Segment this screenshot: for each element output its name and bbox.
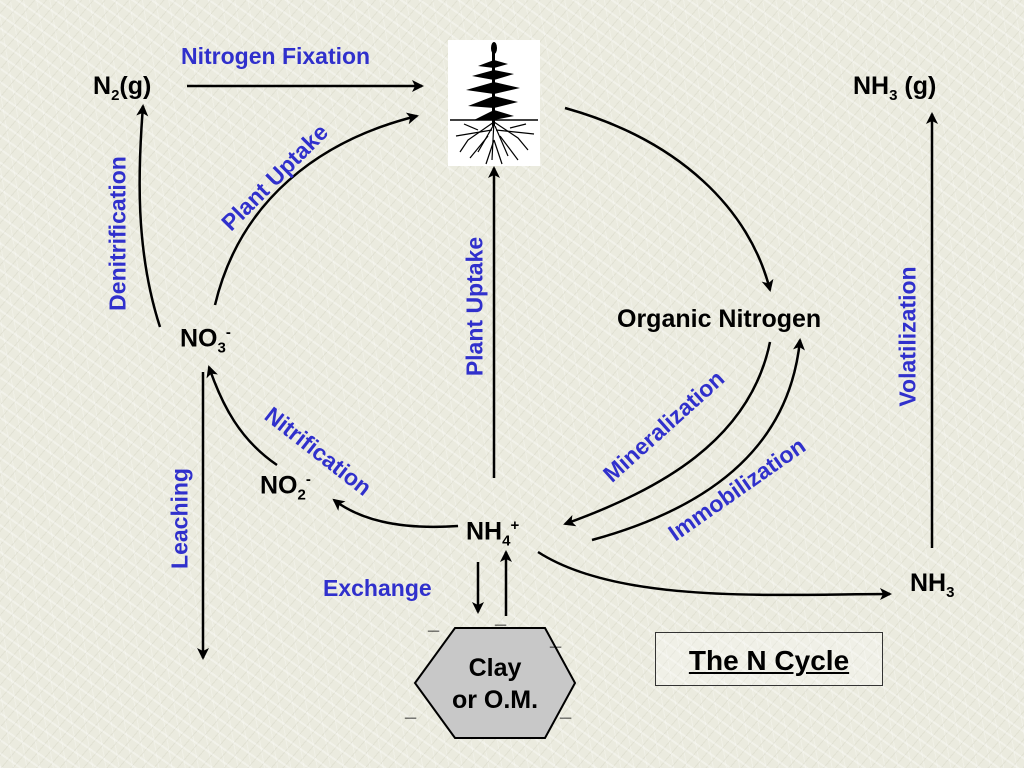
plant-image: [448, 40, 540, 166]
plant-uptake-center-label: Plant Uptake: [461, 236, 488, 377]
nh3-gas-label: NH3 (g): [853, 72, 937, 104]
n2-gas-label: N2(g): [93, 72, 152, 104]
charge-mark: _: [560, 699, 572, 721]
ammonium-label: NH4+: [466, 517, 520, 550]
clay-hexagon: [413, 627, 577, 739]
plant-to-organic-arrow: [564, 106, 774, 292]
denitrification-arrow: [136, 104, 162, 328]
organic-matter-label: or O.M.: [451, 686, 539, 714]
leaching-label: Leaching: [166, 468, 193, 569]
charge-mark: _: [428, 612, 440, 634]
title-box: The N Cycle: [655, 632, 883, 686]
nh4-to-no2-arrow: [332, 498, 459, 529]
volatilization-label: Volatilization: [894, 266, 921, 407]
clay-label: Clay: [468, 654, 522, 682]
organic-nitrogen-label: Organic Nitrogen: [617, 305, 822, 333]
plant-icon: [450, 42, 538, 165]
nitrogen-fixation-label: Nitrogen Fixation: [181, 43, 371, 69]
nitrate-label: NO3-: [180, 324, 231, 357]
immobilization-arrow: [591, 338, 805, 542]
denitrification-label: Denitrification: [104, 156, 131, 311]
mineralization-arrow: [563, 341, 772, 527]
charge-mark: _: [405, 699, 417, 721]
diagram-title: The N Cycle: [688, 645, 850, 676]
exchange-label: Exchange: [323, 575, 432, 601]
charge-mark: _: [495, 606, 507, 628]
nitrite-label: NO2-: [260, 471, 311, 504]
ammonia-label: NH3: [910, 569, 955, 601]
charge-mark: _: [550, 628, 562, 650]
plant-uptake-left-arrow: [213, 112, 419, 306]
nh4-to-nh3-arrow: [537, 550, 892, 601]
nitrification-arrow: [206, 365, 278, 467]
